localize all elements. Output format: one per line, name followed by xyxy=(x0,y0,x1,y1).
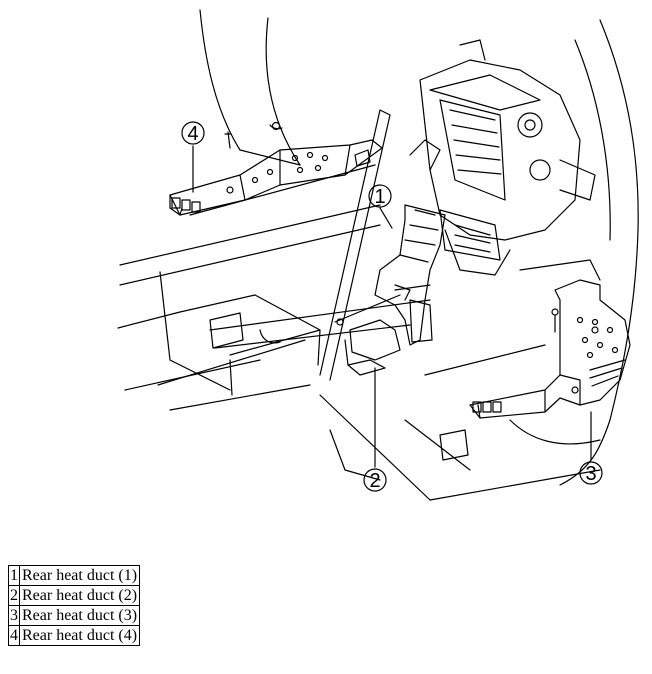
callout-1: 1 xyxy=(374,186,385,208)
callout-circles xyxy=(181,121,603,492)
rear-heat-duct-3-drawing xyxy=(424,259,631,419)
callout-4: 4 xyxy=(187,123,198,145)
legend-label: Rear heat duct (2) xyxy=(18,585,141,606)
rear-heat-duct-1-drawing xyxy=(209,109,446,381)
legend-number: 2 xyxy=(8,585,20,606)
rear-heat-duct-4-drawing xyxy=(169,121,383,216)
legend-number: 3 xyxy=(8,605,20,626)
legend-label: Rear heat duct (3) xyxy=(18,605,141,626)
legend-row: 3 Rear heat duct (3) xyxy=(8,605,141,626)
callout-2: 2 xyxy=(369,470,380,492)
legend-row: 2 Rear heat duct (2) xyxy=(8,585,141,606)
rear-heat-duct-illustration: 1 2 3 4 xyxy=(117,9,639,501)
legend-row: 1 Rear heat duct (1) xyxy=(8,565,141,586)
parts-legend-table: 1 Rear heat duct (1) 2 Rear heat duct (2… xyxy=(8,565,141,646)
legend-number: 1 xyxy=(8,565,20,586)
vehicle-floor-outline xyxy=(117,9,639,501)
callout-3: 3 xyxy=(585,463,596,485)
heater-unit xyxy=(409,39,596,276)
parts-legend: 1 Rear heat duct (1) 2 Rear heat duct (2… xyxy=(8,565,141,646)
leader-lines xyxy=(192,145,592,468)
legend-label: Rear heat duct (4) xyxy=(18,625,141,646)
legend-number: 4 xyxy=(8,625,20,646)
legend-row: 4 Rear heat duct (4) xyxy=(8,625,141,646)
legend-label: Rear heat duct (1) xyxy=(18,565,141,586)
